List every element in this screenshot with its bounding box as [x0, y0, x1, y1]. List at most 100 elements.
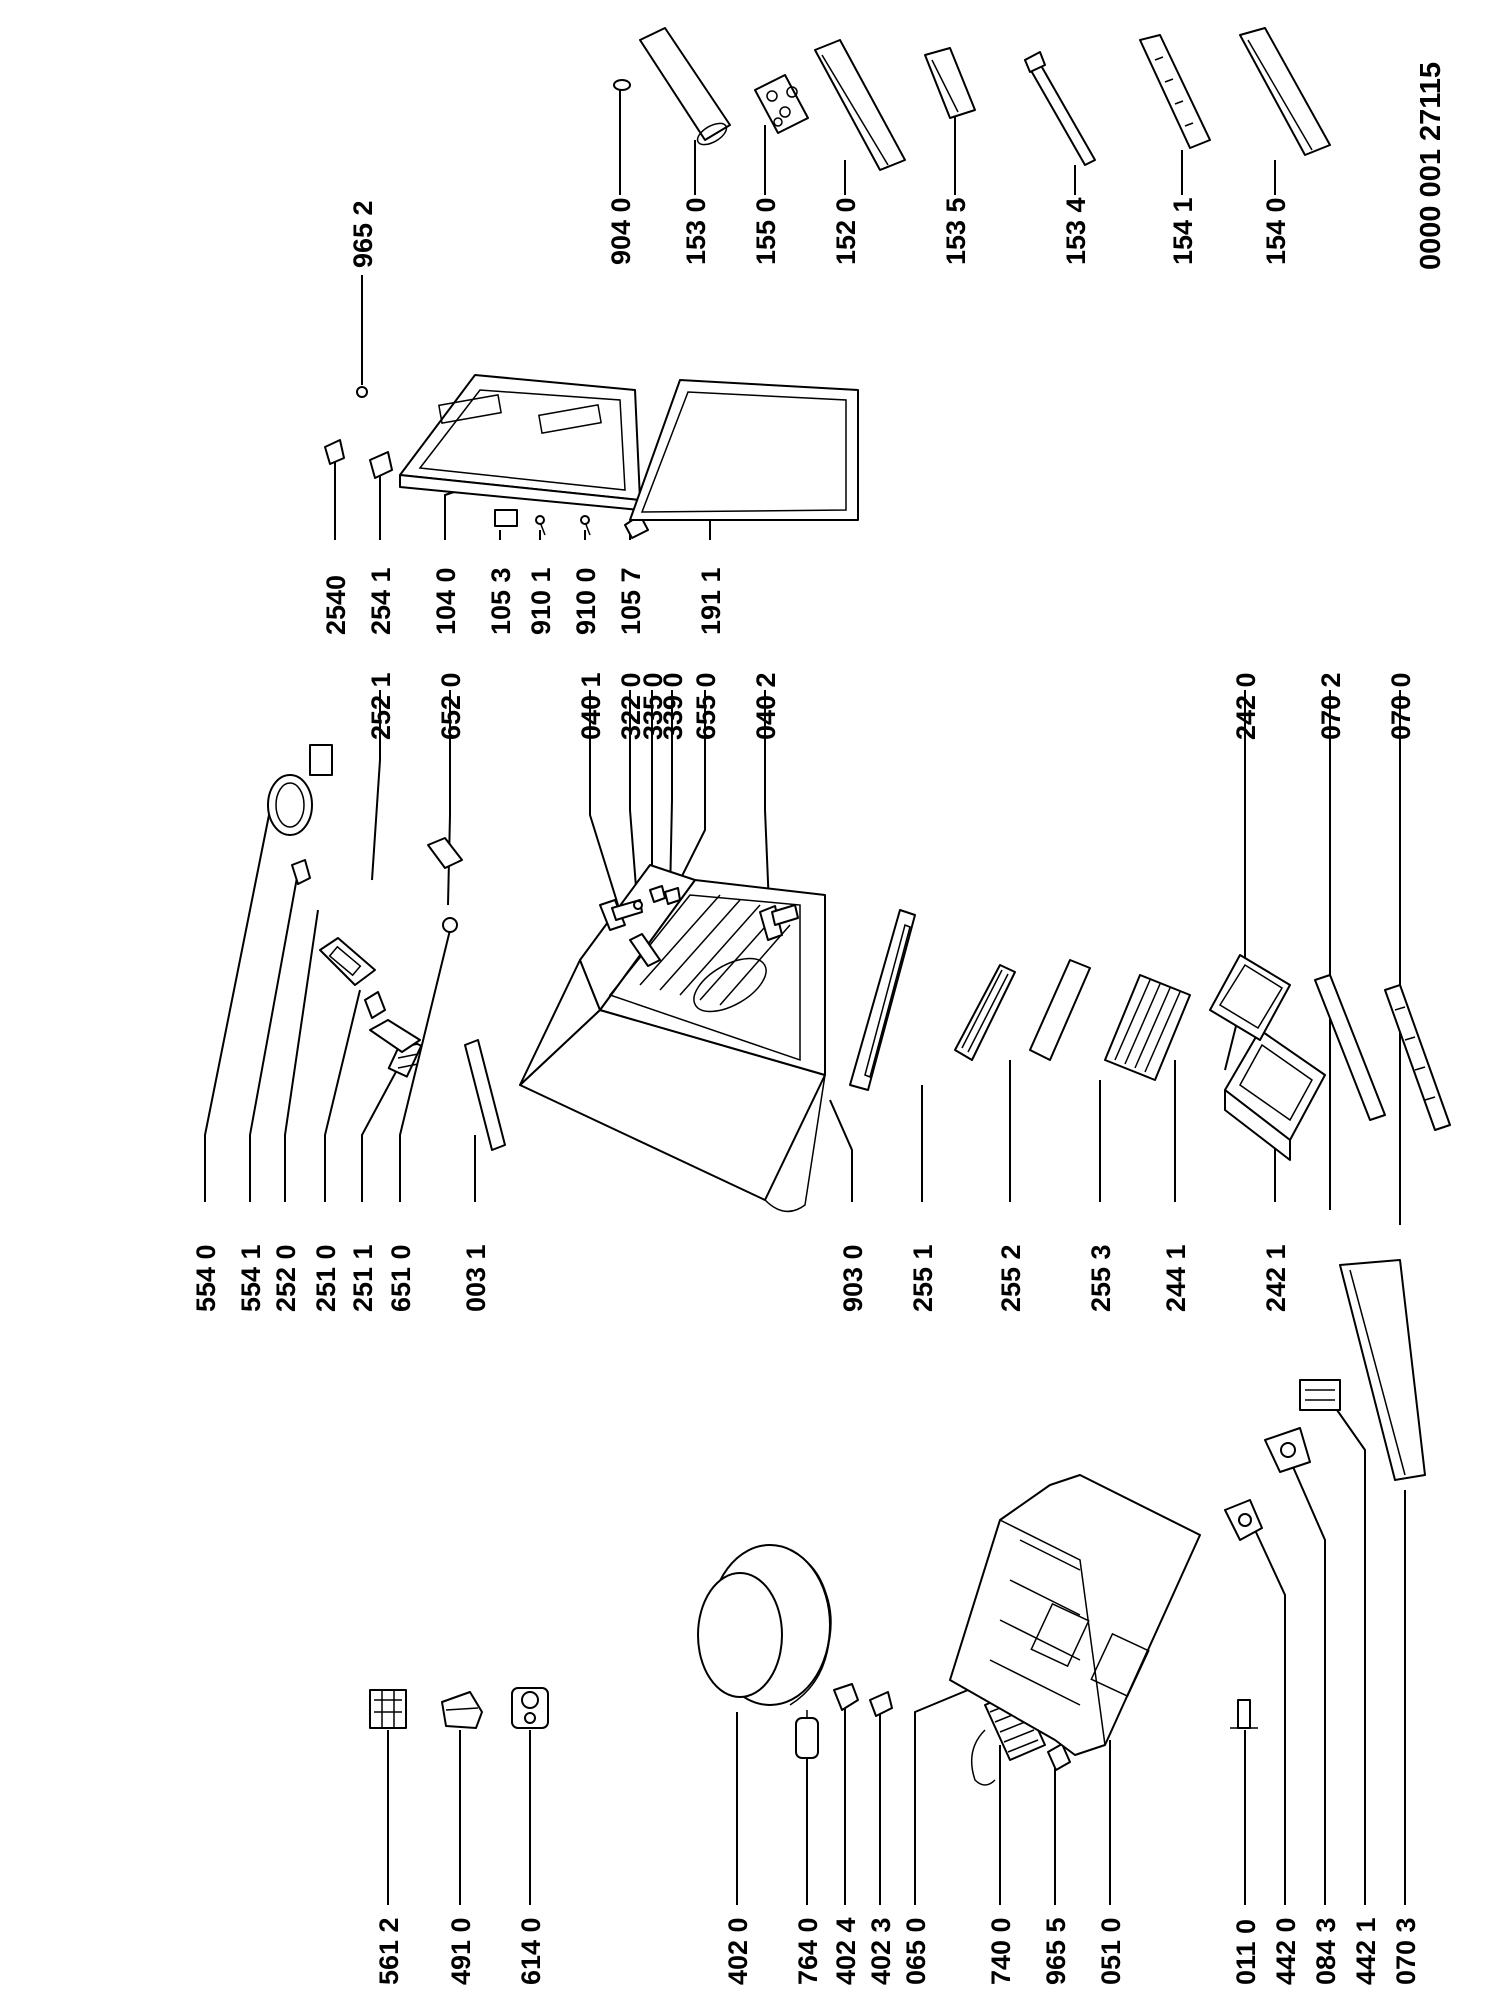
- part-402-3-icon: [869, 1691, 893, 1717]
- door-shelf-153-0-icon: [639, 27, 731, 146]
- label-065-0: 065 0: [901, 1917, 931, 1985]
- part-614-0-icon: [511, 1687, 549, 1729]
- label-491-0: 491 0: [446, 1917, 476, 1985]
- label-003-1: 003 1: [461, 1244, 491, 1312]
- label-242-0: 242 0: [1231, 672, 1261, 740]
- part-335-0-icon: [649, 885, 666, 903]
- label-040-1: 040 1: [576, 672, 606, 740]
- label-402-0: 402 0: [723, 1917, 753, 1985]
- door-shelf-152-0-icon: [814, 39, 906, 171]
- label-402-4: 402 4: [831, 1917, 861, 1985]
- part-105-3-icon: [494, 509, 518, 527]
- part-561-2-icon: [369, 1689, 407, 1729]
- part-339-0-icon: [664, 887, 681, 905]
- label-255-3: 255 3: [1086, 1244, 1116, 1312]
- label-084-3: 084 3: [1311, 1917, 1341, 1985]
- label-154-0: 154 0: [1261, 197, 1291, 265]
- lower-hinge-icon: [759, 904, 799, 941]
- label-070-0: 070 0: [1386, 672, 1416, 740]
- part-084-3-icon: [1264, 1427, 1311, 1473]
- base-frame-icon: [949, 1474, 1201, 1756]
- label-252-1: 252 1: [366, 672, 396, 740]
- part-764-0-icon: [795, 1710, 819, 1766]
- label-255-1: 255 1: [908, 1244, 938, 1312]
- door-shelf-154-0-icon: [1239, 27, 1331, 156]
- label-255-2: 255 2: [996, 1244, 1026, 1312]
- label-252-0: 252 0: [271, 1244, 301, 1312]
- leader-lines: [204, 90, 1406, 1905]
- part-011-0-icon: [1230, 1699, 1258, 1729]
- label-242-1: 242 1: [1261, 1244, 1291, 1312]
- label-2540: 2540: [321, 575, 351, 635]
- label-155-0: 155 0: [751, 197, 781, 265]
- label-154-1: 154 1: [1168, 197, 1198, 265]
- compressor-icon: [697, 1544, 832, 1706]
- part-252-1-icon: [369, 1019, 421, 1053]
- drawing-code: 0000 001 27115: [1415, 62, 1447, 270]
- door-gasket-icon: [629, 379, 859, 521]
- label-105-7: 105 7: [616, 567, 646, 635]
- door-shelf-154-1-icon: [1139, 34, 1211, 149]
- label-153-5: 153 5: [941, 197, 971, 265]
- label-104-0: 104 0: [431, 567, 461, 635]
- part-965-2-icon: [356, 386, 368, 398]
- label-153-0: 153 0: [681, 197, 711, 265]
- label-614-0: 614 0: [516, 1917, 546, 1985]
- label-335-0: 335 0: [638, 672, 668, 740]
- part-655-0-icon: [629, 933, 661, 967]
- part-442-1-icon: [1299, 1379, 1341, 1411]
- label-655-0: 655 0: [691, 672, 721, 740]
- screw-910-0-icon: [580, 515, 591, 536]
- label-903-0: 903 0: [838, 1244, 868, 1312]
- label-402-3: 402 3: [866, 1917, 896, 1985]
- label-011-0: 011 0: [1231, 1919, 1261, 1985]
- label-251-1: 251 1: [348, 1244, 378, 1312]
- shelf-255-1-icon: [849, 909, 916, 1091]
- shelf-255-3-icon: [1029, 959, 1091, 1061]
- label-764-0: 764 0: [793, 1917, 823, 1985]
- label-051-0: 051 0: [1096, 1917, 1126, 1985]
- part-070-2-icon: [1314, 974, 1386, 1121]
- part-labels: 561 2 491 0 614 0 402 0 764 0 402 4 402 …: [191, 62, 1447, 1985]
- door-liner-icon: [399, 374, 641, 511]
- label-244-1: 244 1: [1161, 1244, 1191, 1312]
- label-910-1: 910 1: [526, 567, 556, 635]
- label-254-1: 254 1: [366, 567, 396, 635]
- door-shelf-153-4-icon: [1024, 51, 1096, 166]
- crisper-cover-icon: [1209, 954, 1291, 1041]
- label-191-1: 191 1: [696, 567, 726, 635]
- part-2540-icon: [324, 439, 345, 465]
- label-965-2: 965 2: [348, 200, 378, 268]
- part-442-0-icon: [1224, 1499, 1263, 1541]
- label-554-1: 554 1: [236, 1244, 266, 1312]
- part-965-5-icon: [1047, 1743, 1071, 1771]
- label-152-0: 152 0: [831, 197, 861, 265]
- label-070-3: 070 3: [1391, 1917, 1421, 1985]
- label-965-5: 965 5: [1041, 1917, 1071, 1985]
- label-153-4: 153 4: [1061, 197, 1091, 265]
- part-652-0-icon: [427, 837, 463, 869]
- label-652-0: 652 0: [436, 672, 466, 740]
- part-070-0-icon: [1384, 984, 1451, 1131]
- part-402-4-icon: [833, 1683, 859, 1711]
- part-251-0-icon: [364, 991, 386, 1019]
- part-904-0-icon: [613, 79, 631, 91]
- label-740-0: 740 0: [986, 1917, 1016, 1985]
- part-491-0-icon: [441, 1691, 483, 1729]
- shelf-255-2-icon: [954, 964, 1016, 1061]
- label-442-1: 442 1: [1351, 1917, 1381, 1985]
- part-drawings: [267, 27, 1451, 1786]
- egg-tray-icon: [754, 74, 809, 134]
- base-cover-icon: [1339, 1259, 1426, 1481]
- screw-910-1-icon: [535, 515, 546, 536]
- label-105-3: 105 3: [486, 567, 516, 635]
- door-shelf-153-5-icon: [924, 47, 976, 119]
- label-070-2: 070 2: [1316, 672, 1346, 740]
- label-040-2: 040 2: [751, 672, 781, 740]
- part-254-1-icon: [369, 451, 393, 479]
- lamp-cover-icon: [267, 744, 333, 836]
- label-904-0: 904 0: [606, 197, 636, 265]
- part-003-1-icon: [464, 1039, 506, 1151]
- part-554-1-icon: [291, 859, 311, 885]
- label-322-0: 322 0: [616, 672, 646, 740]
